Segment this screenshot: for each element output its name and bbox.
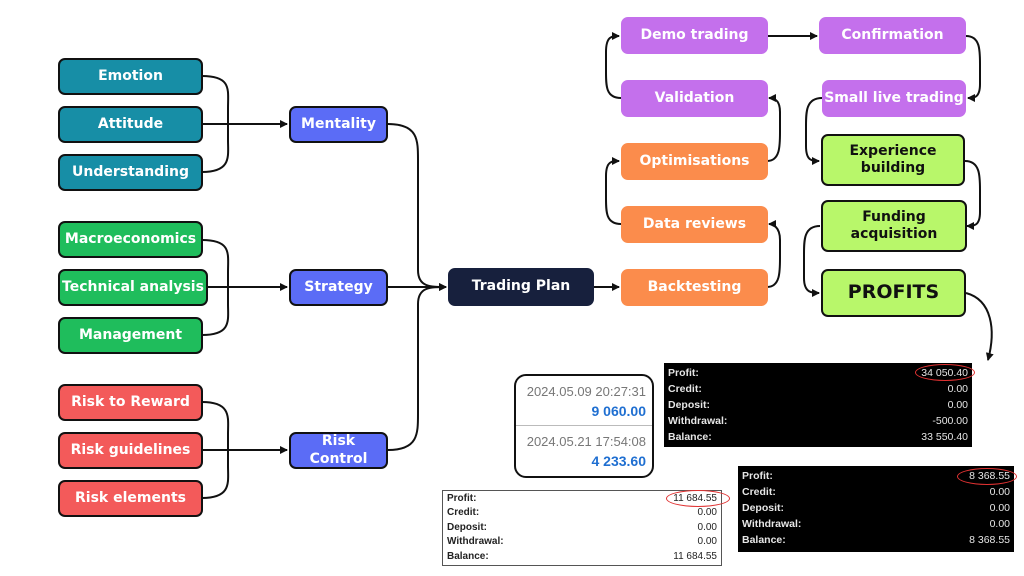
statement-row: Balance: 8 368.55 [738, 532, 1014, 548]
row-value: 8 368.55 [969, 534, 1010, 546]
node-risk-elements: Risk elements [58, 480, 203, 517]
statement-row: Credit: 0.00 [738, 484, 1014, 500]
node-understanding: Understanding [58, 154, 203, 191]
row-value: 11 684.55 [673, 550, 717, 562]
node-risk-control: Risk Control [289, 432, 388, 469]
row-value: 33 550.40 [921, 431, 968, 443]
row-label: Credit: [447, 507, 480, 519]
node-trading-plan: Trading Plan [448, 268, 594, 306]
node-optimisations: Optimisations [621, 143, 768, 180]
row-value: 0.00 [989, 518, 1010, 530]
row-label: Deposit: [447, 521, 487, 533]
divider [516, 425, 652, 426]
highlight-circle [915, 364, 975, 381]
trade-history-card: 2024.05.09 20:27:31 9 060.00 2024.05.21 … [514, 374, 654, 478]
node-strategy: Strategy [289, 269, 388, 306]
node-technical-analysis: Technical analysis [58, 269, 208, 306]
row-value: 0.00 [697, 521, 717, 533]
node-confirmation: Confirmation [819, 17, 966, 54]
row-label: Balance: [447, 550, 489, 562]
trade-timestamp: 2024.05.21 17:54:08 [526, 434, 646, 449]
row-value: 0.00 [947, 383, 968, 395]
row-value: 0.00 [989, 502, 1010, 514]
node-profits: PROFITS [821, 269, 966, 317]
row-label: Balance: [742, 534, 786, 546]
node-experience-building: Experience building [821, 134, 965, 186]
node-risk-guidelines: Risk guidelines [58, 432, 203, 469]
statement-row: Withdrawal: 0.00 [443, 535, 721, 550]
statement-row: Withdrawal: 0.00 [738, 516, 1014, 532]
row-value: 0.00 [947, 399, 968, 411]
node-demo-trading: Demo trading [621, 17, 768, 54]
row-label: Profit: [668, 367, 699, 379]
highlight-circle [957, 468, 1017, 485]
statement-row: Credit: 0.00 [664, 381, 972, 397]
node-risk-to-reward: Risk to Reward [58, 384, 203, 421]
highlight-circle [666, 490, 730, 507]
node-mentality: Mentality [289, 106, 388, 143]
node-validation: Validation [621, 80, 768, 117]
node-funding-acquisition: Funding acquisition [821, 200, 967, 252]
statement-row: Balance: 11 684.55 [443, 549, 721, 564]
statement-row: Withdrawal: -500.00 [664, 413, 972, 429]
statement-row: Balance: 33 550.40 [664, 429, 972, 445]
row-label: Balance: [668, 431, 712, 443]
node-macroeconomics: Macroeconomics [58, 221, 203, 258]
row-label: Deposit: [668, 399, 710, 411]
node-backtesting: Backtesting [621, 269, 768, 306]
row-label: Withdrawal: [742, 518, 802, 530]
row-label: Deposit: [742, 502, 784, 514]
node-management: Management [58, 317, 203, 354]
row-label: Profit: [447, 492, 477, 504]
node-attitude: Attitude [58, 106, 203, 143]
row-value: 0.00 [697, 536, 717, 548]
trade-amount: 4 233.60 [591, 453, 647, 469]
row-value: 0.00 [989, 486, 1010, 498]
statement-row: Deposit: 0.00 [738, 500, 1014, 516]
trade-timestamp: 2024.05.09 20:27:31 [526, 384, 646, 399]
statement-row: Deposit: 0.00 [443, 520, 721, 535]
row-label: Credit: [668, 383, 702, 395]
node-data-reviews: Data reviews [621, 206, 768, 243]
row-label: Withdrawal: [447, 536, 504, 548]
statement-row: Credit: 0.00 [443, 506, 721, 521]
row-label: Withdrawal: [668, 415, 728, 427]
row-label: Profit: [742, 470, 773, 482]
row-value: -500.00 [932, 415, 968, 427]
trade-amount: 9 060.00 [591, 403, 647, 419]
node-emotion: Emotion [58, 58, 203, 95]
row-value: 0.00 [697, 507, 717, 519]
statement-row: Deposit: 0.00 [664, 397, 972, 413]
row-label: Credit: [742, 486, 776, 498]
node-small-live-trading: Small live trading [822, 80, 966, 117]
